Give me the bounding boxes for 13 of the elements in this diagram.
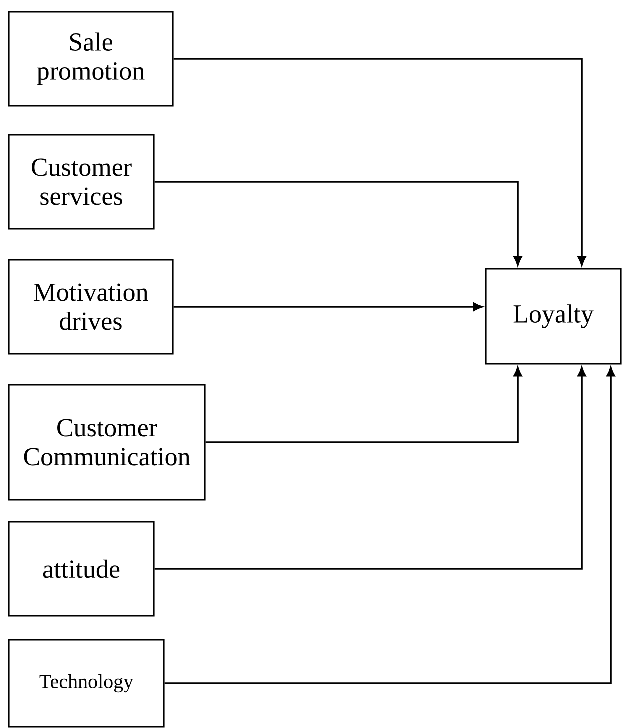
arrow [154, 181, 522, 266]
arrow [174, 58, 586, 266]
concept-box: Motivation drives [8, 259, 174, 355]
concept-box: Customer services [8, 134, 155, 230]
concept-box: Sale promotion [8, 11, 174, 107]
arrow [206, 367, 522, 444]
arrow [164, 367, 616, 684]
arrow [174, 302, 483, 312]
concept-box: Loyalty [485, 268, 622, 365]
concept-box: Customer Communication [8, 384, 206, 501]
concept-box: Technology [8, 639, 165, 728]
concept-box: attitude [8, 521, 155, 617]
arrow [154, 367, 586, 570]
